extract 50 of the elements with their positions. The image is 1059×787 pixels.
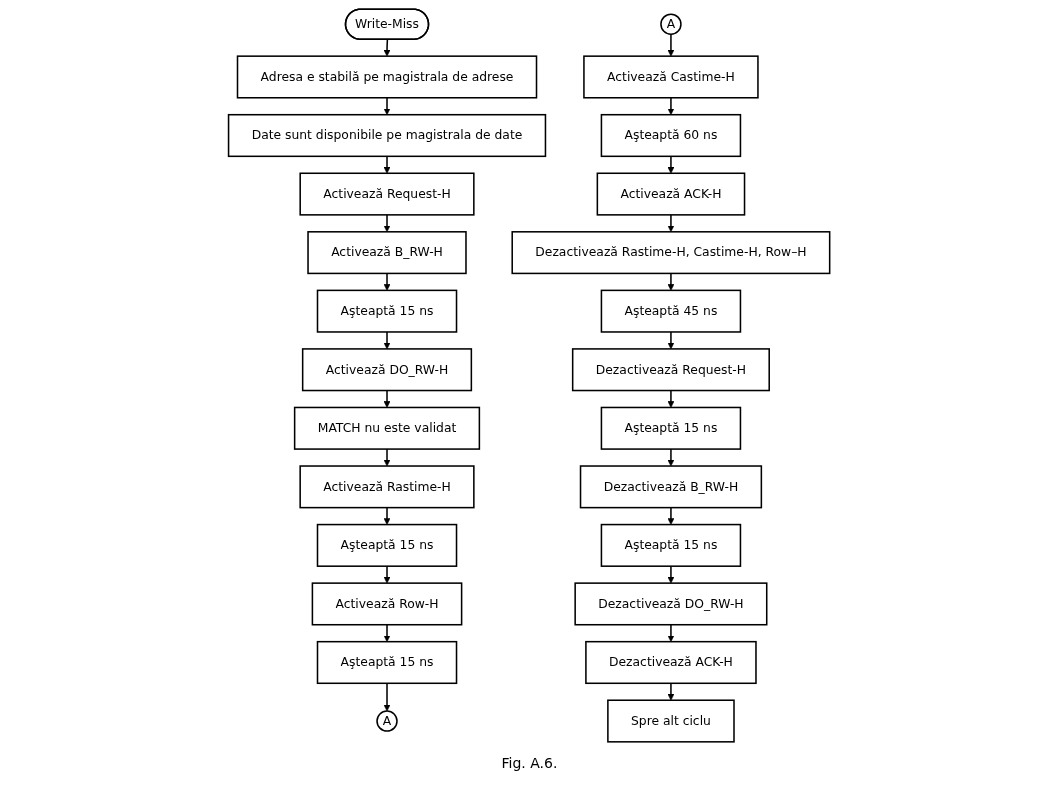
arrow <box>667 330 675 349</box>
arrow <box>667 682 675 701</box>
arrow <box>667 623 675 642</box>
node-box: Aşteaptă 15 ns <box>601 523 742 567</box>
node-box: Activează ACK-H <box>596 172 746 216</box>
node-box: Spre alt ciclu <box>607 698 736 743</box>
node-box: Aşteaptă 60 ns <box>601 113 742 157</box>
node-box: Activează Row-H <box>312 581 463 625</box>
node-circle: A <box>376 709 399 732</box>
figure-caption: Fig. A.6. <box>501 755 558 771</box>
arrow <box>667 96 675 115</box>
node-box: Dezactivează Request-H <box>572 347 771 391</box>
node-box: Aşteaptă 15 ns <box>317 289 458 333</box>
arrow <box>667 389 675 408</box>
node-box: Dezactivează ACK-H <box>585 640 758 684</box>
node-box: Activează Rastime-H <box>299 464 475 508</box>
node-box: Activează Request-H <box>299 172 475 216</box>
node-box: Aşteaptă 15 ns <box>317 523 458 567</box>
arrow <box>384 506 391 525</box>
arrow <box>384 623 391 642</box>
arrow <box>384 155 391 174</box>
arrow <box>384 389 391 408</box>
arrow <box>667 447 675 466</box>
arrow <box>384 447 391 466</box>
node-box: Activează DO_RW-H <box>302 347 473 391</box>
node-box: Adresa e stabilă pe magistrala de adrese <box>237 54 538 99</box>
node-box: Dezactivează DO_RW-H <box>574 581 768 625</box>
arrow <box>384 96 391 115</box>
node-box: Aşteaptă 15 ns <box>601 406 742 450</box>
arrow <box>384 564 391 583</box>
node-box: MATCH nu este validat <box>294 406 481 450</box>
arrow <box>667 506 675 525</box>
arrow <box>667 155 675 174</box>
arrow <box>384 272 391 291</box>
arrow <box>384 38 391 56</box>
arrow <box>384 213 391 232</box>
arrow <box>667 564 675 583</box>
node-box: Activează B_RW-H <box>307 230 468 274</box>
node-box: Date sunt disponibile pe magistrala de date <box>228 113 547 157</box>
node-box: Dezactivează B_RW-H <box>580 464 763 508</box>
arrow <box>384 330 391 349</box>
node-box: Aşteaptă 15 ns <box>317 640 458 684</box>
arrow <box>667 272 675 291</box>
node-box: Dezactivează Rastime-H, Castime-H, Row–H <box>511 230 831 274</box>
node-circle: A <box>660 12 683 35</box>
arrow <box>667 32 675 56</box>
node-box: Activează Castime-H <box>583 54 760 99</box>
node-box: Aşteaptă 45 ns <box>601 289 742 333</box>
arrow <box>667 213 675 232</box>
arrow <box>384 682 391 711</box>
